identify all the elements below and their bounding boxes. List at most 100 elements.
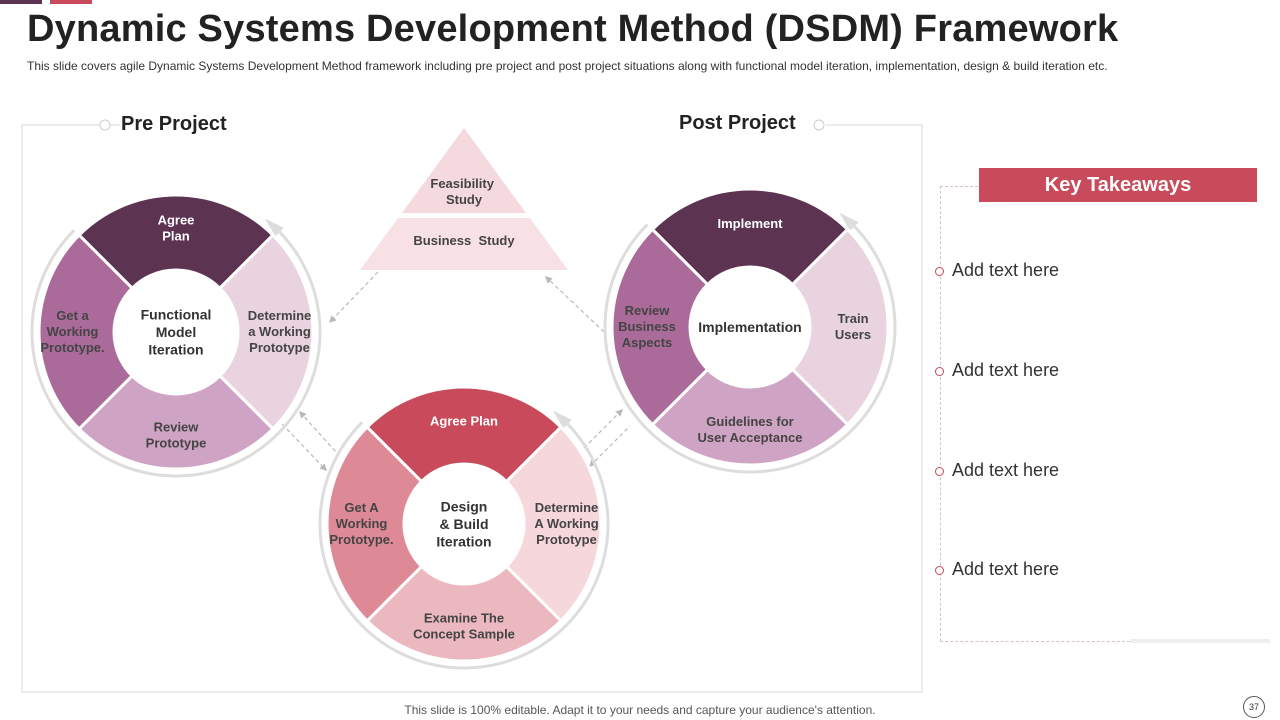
arrow-design-to-implementation (583, 408, 624, 449)
segment-label-line: Business (618, 319, 676, 334)
takeaway-text: Add text here (952, 559, 1060, 579)
slide-title: Dynamic Systems Development Method (DSDM… (27, 8, 1119, 50)
page-number: 37 (1243, 696, 1265, 718)
cycle-segment (504, 425, 603, 623)
takeaway-text: Add text here (952, 260, 1060, 280)
segment-label-line: Review (154, 420, 200, 435)
cycle-segment (650, 187, 850, 287)
segment-label-line: Review (625, 303, 671, 318)
cycle-segment-label: Implement (717, 216, 783, 231)
cycle-center-label: Implementation (698, 319, 801, 335)
cycle-segment (77, 373, 275, 471)
arrow-pyramid-to-functional (329, 271, 379, 324)
cycle-arrowhead (839, 212, 859, 231)
segment-label-line: Aspects (622, 335, 673, 350)
cycle-segment (37, 233, 135, 431)
bullet-icon (935, 267, 944, 276)
segment-label-line: Determine (535, 500, 599, 515)
segment-label-line: Plan (162, 229, 190, 244)
accent-bar-red (50, 0, 92, 4)
arrow-design-to-functional (281, 423, 327, 472)
bullet-icon (935, 467, 944, 476)
takeaways-frame-shade (1130, 639, 1270, 643)
takeaways-frame-top (940, 186, 978, 187)
cycle-segment (77, 193, 275, 291)
segment-label-line: Prototype (146, 436, 207, 451)
segment-label-line: Working (47, 324, 99, 339)
segment-label-line: Prototype. (329, 532, 393, 547)
segment-label-line: Get a (56, 308, 89, 323)
cycle-arrowhead (552, 410, 572, 429)
segment-label-line: Prototype (249, 340, 310, 355)
pyramid-top-line1: Feasibility (430, 176, 494, 191)
center-label-line: Design (441, 499, 488, 515)
cycle-center (115, 271, 237, 393)
cycle-ring (30, 220, 322, 478)
key-takeaways-header: Key Takeaways (979, 168, 1257, 202)
slide-subtitle: This slide covers agile Dynamic Systems … (27, 59, 1108, 73)
takeaway-item: Add text here (935, 260, 1255, 284)
post-project-label: Post Project (679, 112, 796, 134)
cycle-segment (365, 385, 563, 484)
pre-project-label: Pre Project (121, 113, 227, 135)
takeaway-item: Add text here (935, 360, 1255, 384)
cycle-ring (318, 412, 610, 670)
segment-label-line: Concept Sample (413, 627, 515, 642)
cycle-segment (365, 564, 563, 663)
center-label-line: Model (156, 324, 196, 340)
segment-label-line: Determine (248, 308, 312, 323)
accent-bar-dark (0, 0, 42, 4)
arrow-implementation-to-design (588, 425, 631, 468)
cycle-segment (610, 227, 710, 427)
pyramid-top-line2: Study (446, 192, 483, 207)
pyramid-bottom-label: Business Study (413, 233, 515, 248)
segment-label-line: a Working (248, 324, 311, 339)
bullet-icon (935, 566, 944, 575)
takeaway-item: Add text here (935, 559, 1255, 583)
center-label-line: Iteration (436, 534, 491, 550)
segment-label-line: Prototype. (40, 340, 104, 355)
cycle-segment (650, 367, 850, 467)
takeaway-item: Add text here (935, 460, 1255, 484)
footer-note: This slide is 100% editable. Adapt it to… (404, 703, 876, 717)
takeaway-text: Add text here (952, 360, 1060, 380)
segment-label-line: User Acceptance (697, 430, 802, 445)
segment-label-line: Examine The (424, 611, 504, 626)
center-label-line: Iteration (148, 342, 203, 358)
post-project-marker (813, 119, 825, 131)
cycle-center (691, 268, 809, 386)
takeaways-frame-left (940, 186, 942, 641)
arrow-functional-to-design (299, 410, 337, 453)
bullet-icon (935, 367, 944, 376)
pyramid-top (402, 128, 526, 213)
center-label-line: & Build (440, 516, 489, 532)
pre-project-marker (99, 119, 111, 131)
cycle-segment (790, 227, 890, 427)
segment-label-line: Get A (344, 500, 379, 515)
cycle-ring (603, 214, 897, 474)
segment-label-line: Agree Plan (430, 414, 498, 429)
cycle-arrowhead (264, 218, 284, 237)
takeaway-text: Add text here (952, 460, 1060, 480)
segment-label-line: Guidelines for (706, 414, 793, 429)
pyramid-top-label: Feasibility Study (430, 176, 497, 207)
arrow-implementation-to-pyramid (544, 276, 605, 333)
center-label-line: Functional (141, 307, 212, 323)
segment-label-line: Train (837, 311, 868, 326)
segment-label-line: A Working (534, 516, 598, 531)
segment-label-line: Working (336, 516, 388, 531)
segment-label-line: Implement (717, 216, 783, 231)
